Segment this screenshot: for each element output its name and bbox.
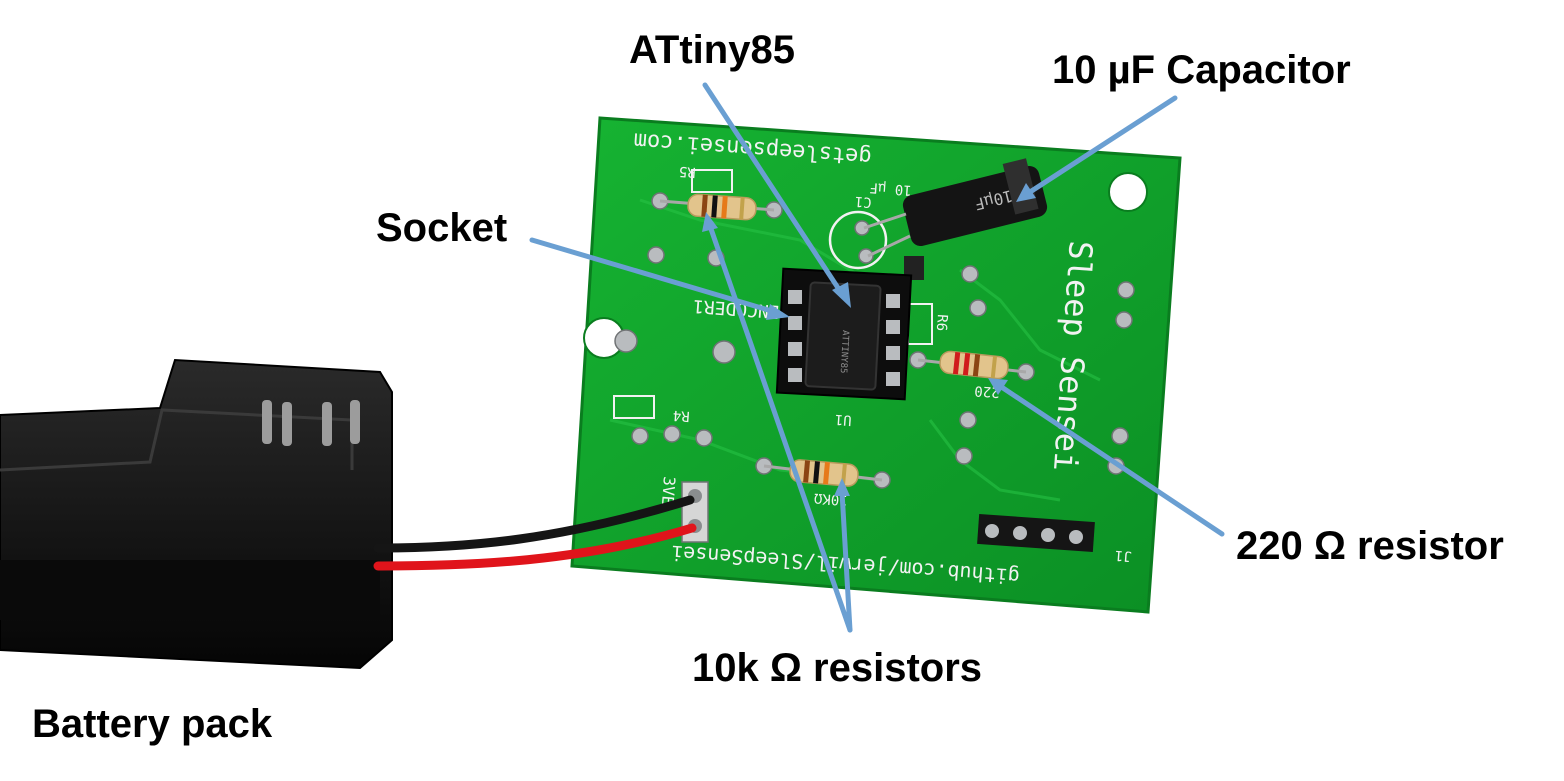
j1-header — [977, 513, 1095, 553]
label-220-resistor: 220 Ω resistor — [1236, 524, 1504, 568]
solder-pads — [614, 192, 1135, 489]
mounting-hole — [1108, 172, 1148, 212]
silk-r5: R5 — [678, 163, 696, 180]
smd-component — [904, 256, 924, 280]
label-10k-resistors: 10k Ω resistors — [692, 646, 983, 690]
resistor-r5 — [659, 193, 775, 221]
label-battery-pack: Battery pack — [32, 702, 273, 746]
silk-r4: R4 — [672, 407, 690, 424]
arrow-attiny — [702, 82, 845, 297]
resistor-r6 — [917, 350, 1027, 380]
arrow-220 — [997, 383, 1225, 537]
battery-pack — [0, 358, 393, 670]
arrow-10k-a — [707, 223, 853, 633]
silk-cap-value: 10 µF — [869, 179, 912, 198]
silk-r6: R6 — [933, 314, 950, 332]
arrow-capacitor — [1027, 95, 1178, 195]
resistor-r-bottom — [763, 459, 883, 487]
label-capacitor: 10 µF Capacitor — [1052, 48, 1351, 92]
callout-arrows — [529, 82, 1225, 633]
svg-text:ATTINY85: ATTINY85 — [838, 330, 850, 374]
capacitor-component: 10µF — [863, 158, 1048, 258]
battery-contacts — [262, 400, 360, 446]
arrow-10k-b — [839, 489, 853, 633]
silk-c1: C1 — [854, 193, 872, 210]
silk-power: 3VE — [658, 476, 679, 506]
battery-wires — [373, 495, 697, 571]
silk-j1: J1 — [1114, 547, 1132, 564]
label-attiny85: ATtiny85 — [629, 28, 795, 72]
silk-u1: U1 — [834, 411, 852, 428]
label-socket: Socket — [376, 206, 508, 250]
socket-pins — [788, 290, 900, 386]
